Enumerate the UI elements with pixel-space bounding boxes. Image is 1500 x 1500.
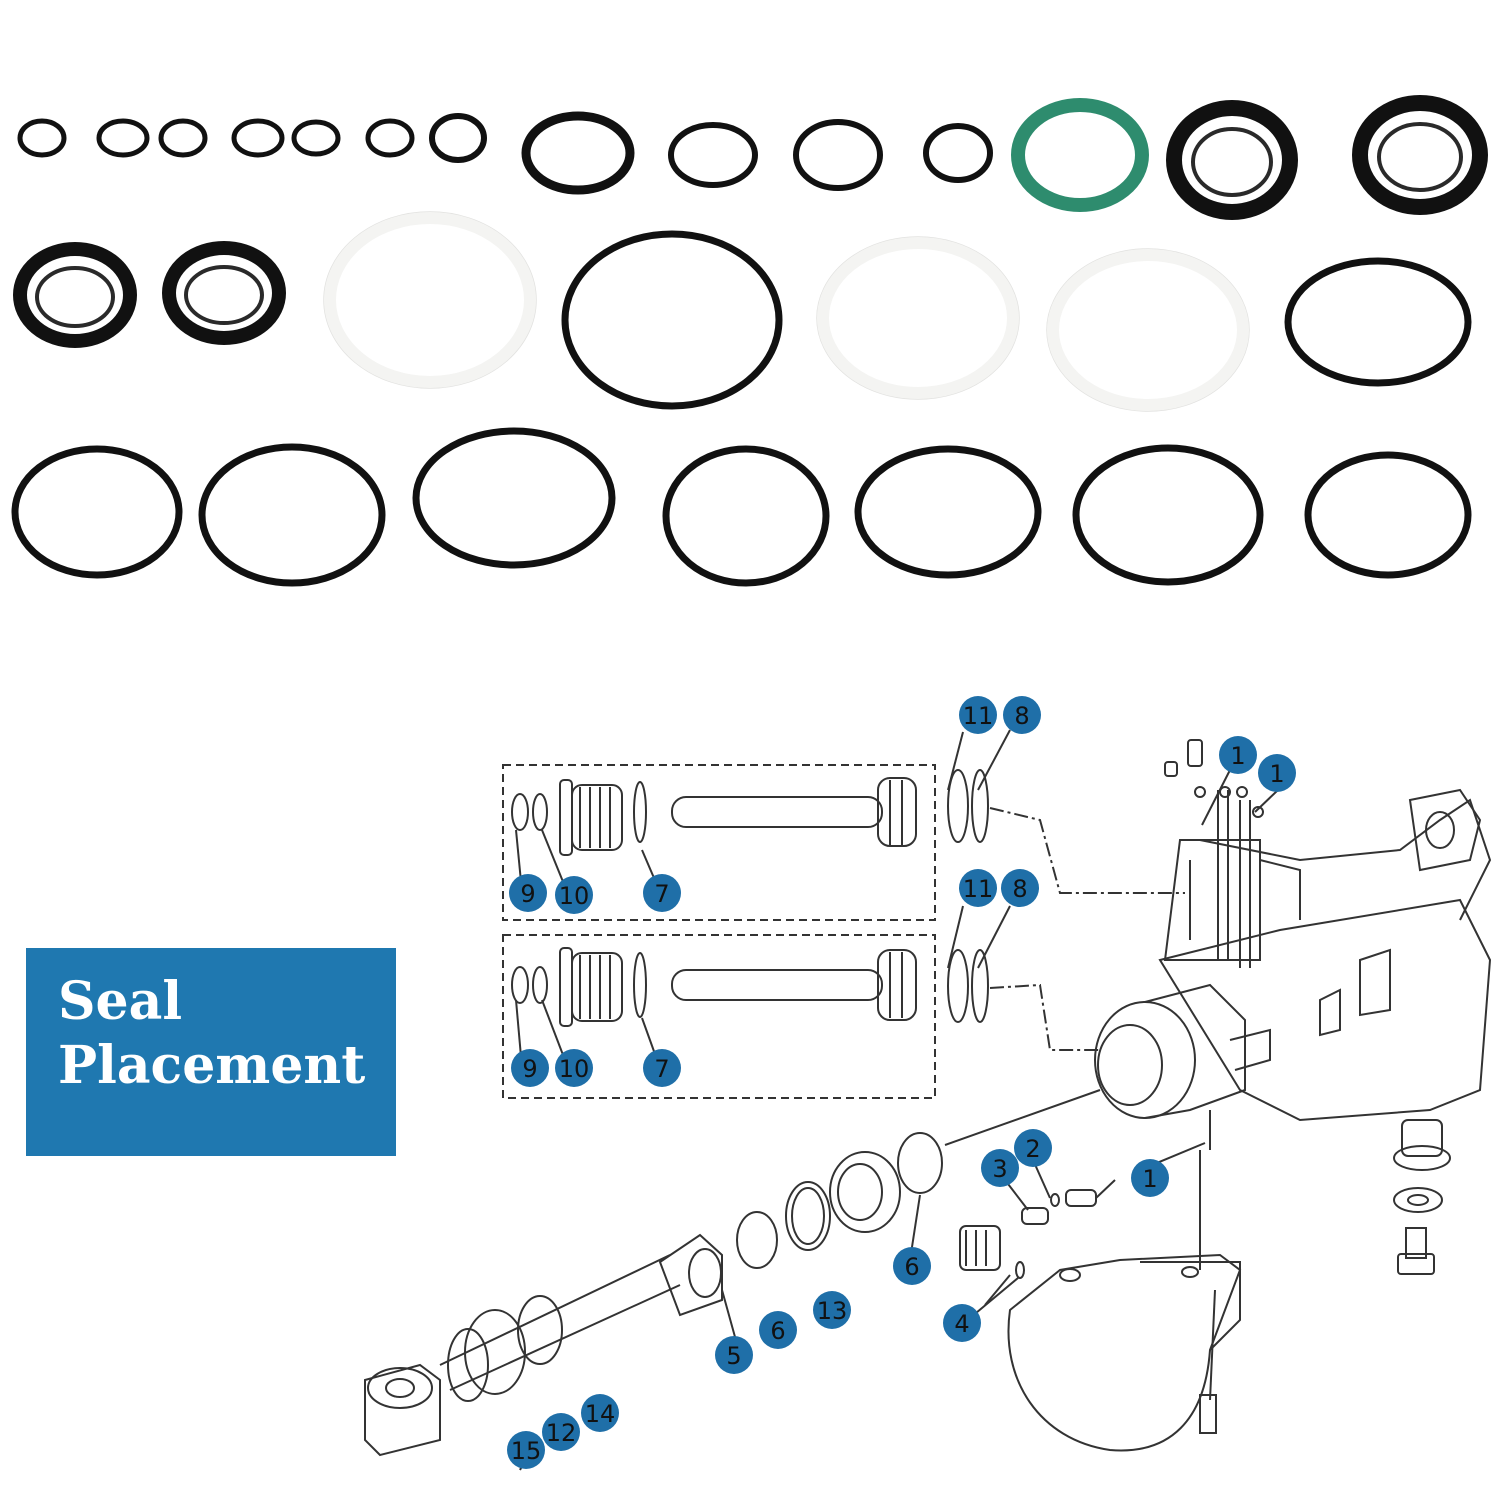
seal-placement-label: Seal Placement (26, 948, 396, 1156)
callout-marker (959, 696, 997, 734)
callout-marker (507, 1431, 545, 1469)
o-ring-row1-7 (429, 113, 487, 163)
callout-number: 10 (559, 1055, 590, 1083)
o-ring-row3-3 (412, 427, 616, 569)
callout-marker (511, 1049, 549, 1087)
callout-number: 3 (992, 1155, 1007, 1183)
lower-valve-box (502, 934, 936, 1099)
o-ring-row1-8 (521, 111, 635, 195)
callout-number: 4 (954, 1310, 969, 1338)
callout-number: 1 (1142, 1165, 1157, 1193)
lower-valve-assembly (511, 947, 917, 1027)
callout-marker (715, 1336, 753, 1374)
lip-seal-inner-lip (1191, 127, 1273, 197)
o-ring-row3-4 (662, 445, 830, 587)
lip-seal-inner-lip (184, 265, 264, 325)
lip-seal-row2-2 (162, 241, 286, 345)
callout-marker (959, 869, 997, 907)
callout-marker (581, 1394, 619, 1432)
callout-number: 5 (726, 1342, 741, 1370)
callout-number: 13 (817, 1297, 848, 1325)
callout-number: 6 (770, 1317, 785, 1345)
o-ring-row1-10 (793, 119, 883, 191)
seal-placement-line2: Placement (58, 1035, 366, 1096)
callout-marker (643, 874, 681, 912)
callout-marker (1001, 869, 1039, 907)
callout-marker (509, 874, 547, 912)
callout-number: 15 (511, 1437, 542, 1465)
white-backup-ring-row2-5 (817, 237, 1019, 399)
callout-marker (1003, 696, 1041, 734)
o-ring-row1-4 (231, 118, 285, 158)
lip-seal-row1-14 (1352, 95, 1488, 215)
callout-number: 8 (1014, 702, 1029, 730)
o-ring-row2-7 (1284, 257, 1472, 387)
lip-seal-inner-lip (35, 266, 115, 328)
callout-marker (1219, 736, 1257, 774)
white-backup-ring-row2-6 (1047, 249, 1249, 411)
white-backup-ring-row2-3 (324, 212, 536, 388)
o-ring-row1-3 (158, 118, 208, 158)
seal-placement-line1: Seal (58, 971, 183, 1032)
callout-marker (981, 1149, 1019, 1187)
callout-number: 14 (585, 1400, 616, 1428)
o-ring-row3-2 (198, 443, 386, 587)
o-ring-row3-7 (1304, 451, 1472, 579)
o-ring-row3-1 (11, 445, 183, 579)
callout-marker (555, 1049, 593, 1087)
lip-seal-row2-1 (13, 242, 137, 348)
o-ring-row3-6 (1072, 444, 1264, 586)
o-ring-row1-1 (17, 118, 67, 158)
callout-number: 7 (654, 1055, 669, 1083)
callout-number: 6 (904, 1253, 919, 1281)
callout-marker (893, 1247, 931, 1285)
callout-number: 11 (963, 875, 994, 903)
o-ring-row2-4 (561, 230, 783, 410)
callout-marker (555, 876, 593, 914)
o-ring-row3-5 (854, 445, 1042, 579)
callout-number: 1 (1230, 742, 1245, 770)
o-ring-row1-2 (96, 118, 150, 158)
callout-number: 2 (1025, 1135, 1040, 1163)
callout-number: 10 (559, 882, 590, 910)
callout-marker (1014, 1129, 1052, 1167)
o-ring-row1-6 (365, 118, 415, 158)
callout-number: 9 (522, 1055, 537, 1083)
callout-marker (759, 1311, 797, 1349)
steering-housing (1094, 788, 1492, 1122)
upper-valve-assembly (511, 777, 917, 856)
cylinder-rod-assembly (364, 1151, 901, 1457)
callout-marker (1131, 1159, 1169, 1197)
callout-number: 11 (963, 702, 994, 730)
o-ring-row1-11 (923, 123, 993, 183)
callout-number: 9 (520, 880, 535, 908)
callout-marker (1258, 754, 1296, 792)
callout-marker (643, 1049, 681, 1087)
callout-number: 8 (1012, 875, 1027, 903)
callout-number: 1 (1269, 760, 1284, 788)
pump-body (1007, 1110, 1242, 1452)
callout-number: 12 (546, 1419, 577, 1447)
callout-marker (542, 1413, 580, 1451)
seal-kit-rings (11, 95, 1488, 587)
o-ring-row1-9 (668, 122, 758, 188)
upper-valve-box (502, 764, 936, 921)
lip-seal-row1-13 (1166, 100, 1298, 220)
o-ring-row1-5 (291, 119, 341, 157)
lip-seal-inner-lip (1377, 122, 1463, 192)
green-lip-seal-row1-12 (1011, 98, 1149, 212)
callout-marker (813, 1291, 851, 1329)
callout-number: 7 (654, 880, 669, 908)
callout-marker (943, 1304, 981, 1342)
